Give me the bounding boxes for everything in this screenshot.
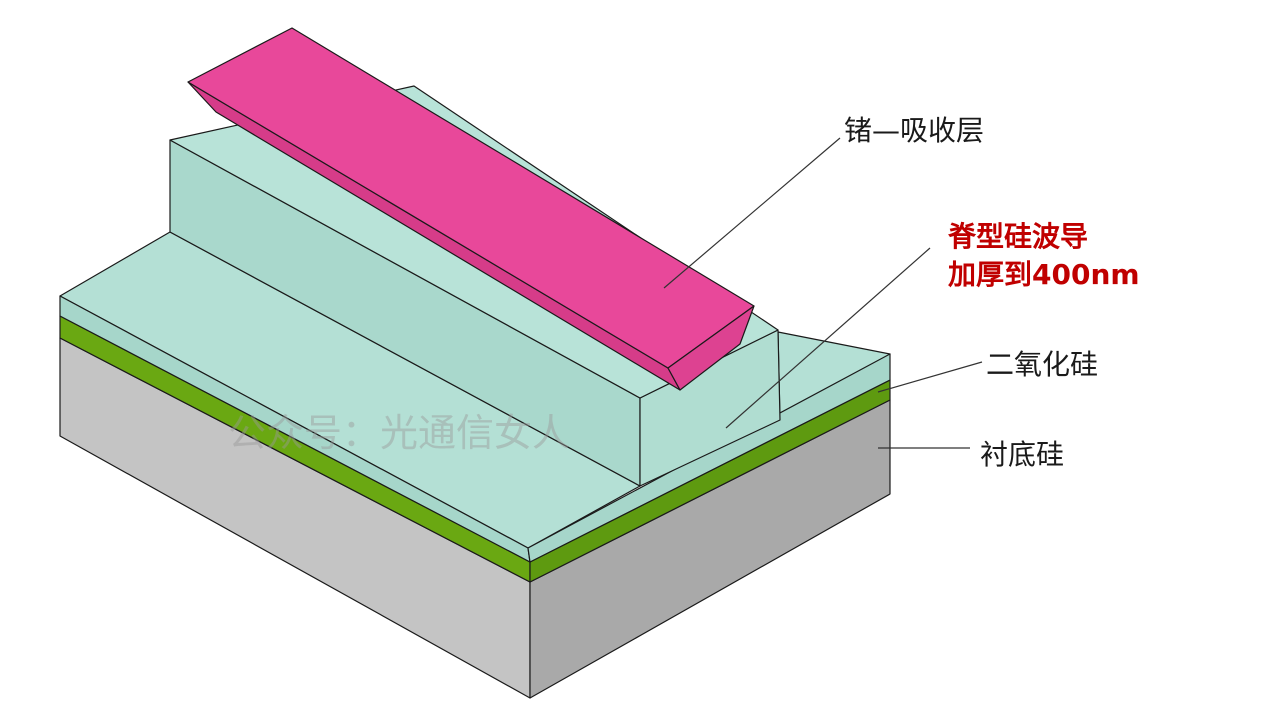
watermark-text: 公众号：光通信女人 <box>228 411 570 455</box>
label-rib-line1: 脊型硅波导 <box>947 220 1088 253</box>
germanium-front-face <box>667 305 755 391</box>
germanium-layer <box>187 27 755 391</box>
label-oxide: 二氧化硅 <box>986 348 1098 381</box>
label-substrate: 衬底硅 <box>980 438 1064 471</box>
leader-rib-waveguide <box>725 247 931 429</box>
leader-oxide <box>877 361 983 393</box>
leader-germanium <box>663 137 841 289</box>
label-germanium: 锗—吸收层 <box>844 114 984 147</box>
label-rib-line2: 加厚到400nm <box>948 258 1140 291</box>
leader-lines <box>663 137 983 449</box>
